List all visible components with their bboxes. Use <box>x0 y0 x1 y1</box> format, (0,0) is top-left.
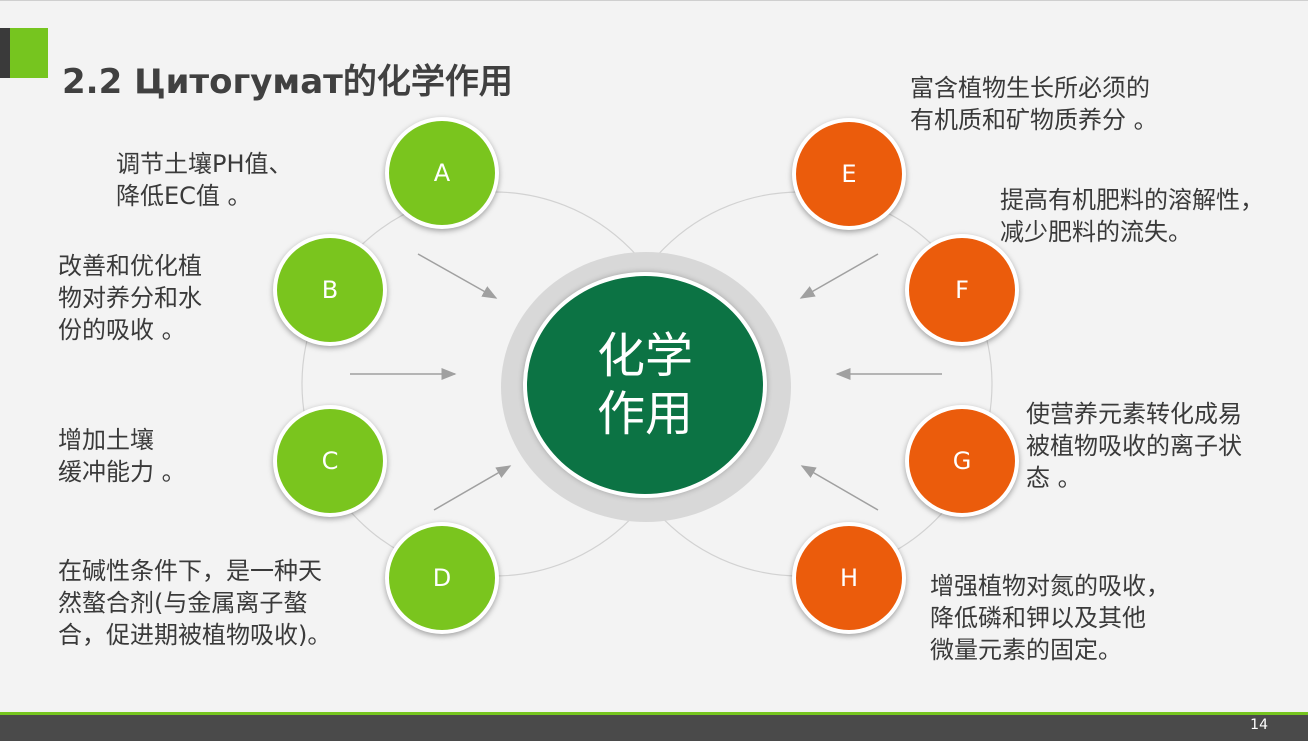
node-h: H <box>792 522 906 634</box>
node-d: D <box>385 522 499 634</box>
desc-e: 富含植物生长所必须的 有机质和矿物质养分 。 <box>910 74 1158 134</box>
desc-b: 改善和优化植 物对养分和水 份的吸收 。 <box>58 252 202 344</box>
desc-d: 在碱性条件下，是一种天 然螯合剂(与金属离子螯 合，促进期被植物吸收)。 <box>58 557 332 649</box>
node-c: C <box>273 405 387 517</box>
footer-accent <box>0 712 1308 715</box>
desc-f: 提高有机肥料的溶解性， 减少肥料的流失。 <box>1000 186 1264 246</box>
desc-a: 调节土壤PH值、 降低EC值 。 <box>116 150 293 210</box>
arrow-d <box>433 465 512 511</box>
desc-g: 使营养元素转化成易 被植物吸收的离子状 态 。 <box>1026 400 1242 492</box>
node-f: F <box>905 234 1019 346</box>
node-g: G <box>905 405 1019 517</box>
node-b: B <box>273 234 387 346</box>
slide-title: 2.2 Цитогумат的化学作用 <box>62 62 513 102</box>
page-number: 14 <box>1250 717 1268 733</box>
arrow-b <box>417 253 498 299</box>
center-label-line2: 作用 <box>596 386 693 442</box>
top-border <box>0 0 1308 1</box>
title-accent-dark <box>0 28 10 78</box>
footer-bar <box>0 715 1308 741</box>
title-accent-green <box>10 28 48 78</box>
desc-h: 增强植物对氮的吸收， 降低磷和钾以及其他 微量元素的固定。 <box>930 572 1170 664</box>
center-circle: 化学 作用 <box>523 272 767 498</box>
arrow-f <box>799 253 879 299</box>
desc-c: 增加土壤 缓冲能力 。 <box>58 426 186 486</box>
center-label-line1: 化学 <box>596 328 693 384</box>
arrow-h <box>800 465 879 511</box>
node-e: E <box>792 118 906 230</box>
node-a: A <box>385 117 499 229</box>
